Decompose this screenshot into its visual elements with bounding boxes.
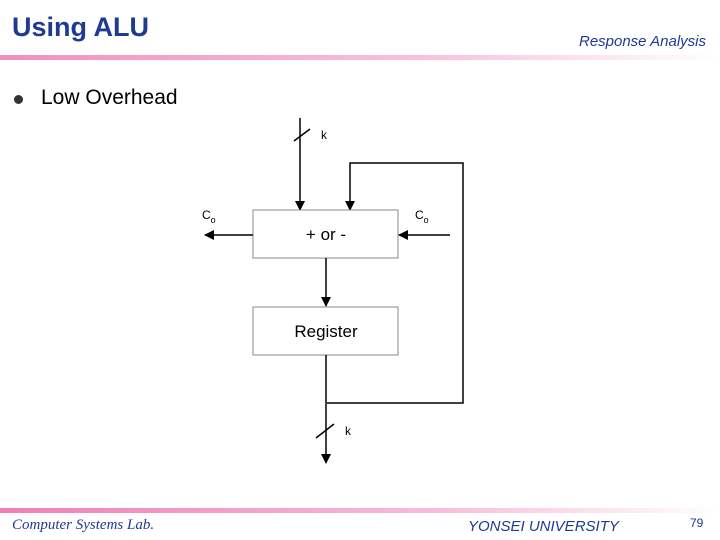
output-width-tick (315, 423, 335, 439)
footer-divider (0, 508, 720, 513)
carry-out-label: Co (202, 208, 216, 225)
input-width-label: k (321, 128, 328, 142)
footer-university: YONSEI UNIVERSITY (468, 518, 619, 535)
feedback-path (327, 162, 464, 404)
header-divider (0, 55, 720, 60)
page-number: 79 (690, 516, 704, 530)
input-width-tick (293, 128, 311, 142)
output-width-label: k (345, 424, 352, 438)
adder-block (252, 209, 399, 259)
bullet-item: Low Overhead (14, 86, 178, 110)
register-block (252, 306, 399, 356)
footer-lab: Computer Systems Lab. (12, 517, 155, 533)
bullet-dot-icon (14, 94, 23, 104)
section-label: Response Analysis (578, 33, 706, 50)
slide-title: Using ALU (12, 12, 149, 42)
adder-label: + or - (306, 225, 346, 244)
carry-in-label: Co (415, 208, 429, 225)
bullet-text: Low Overhead (41, 86, 178, 109)
register-label: Register (294, 322, 358, 341)
